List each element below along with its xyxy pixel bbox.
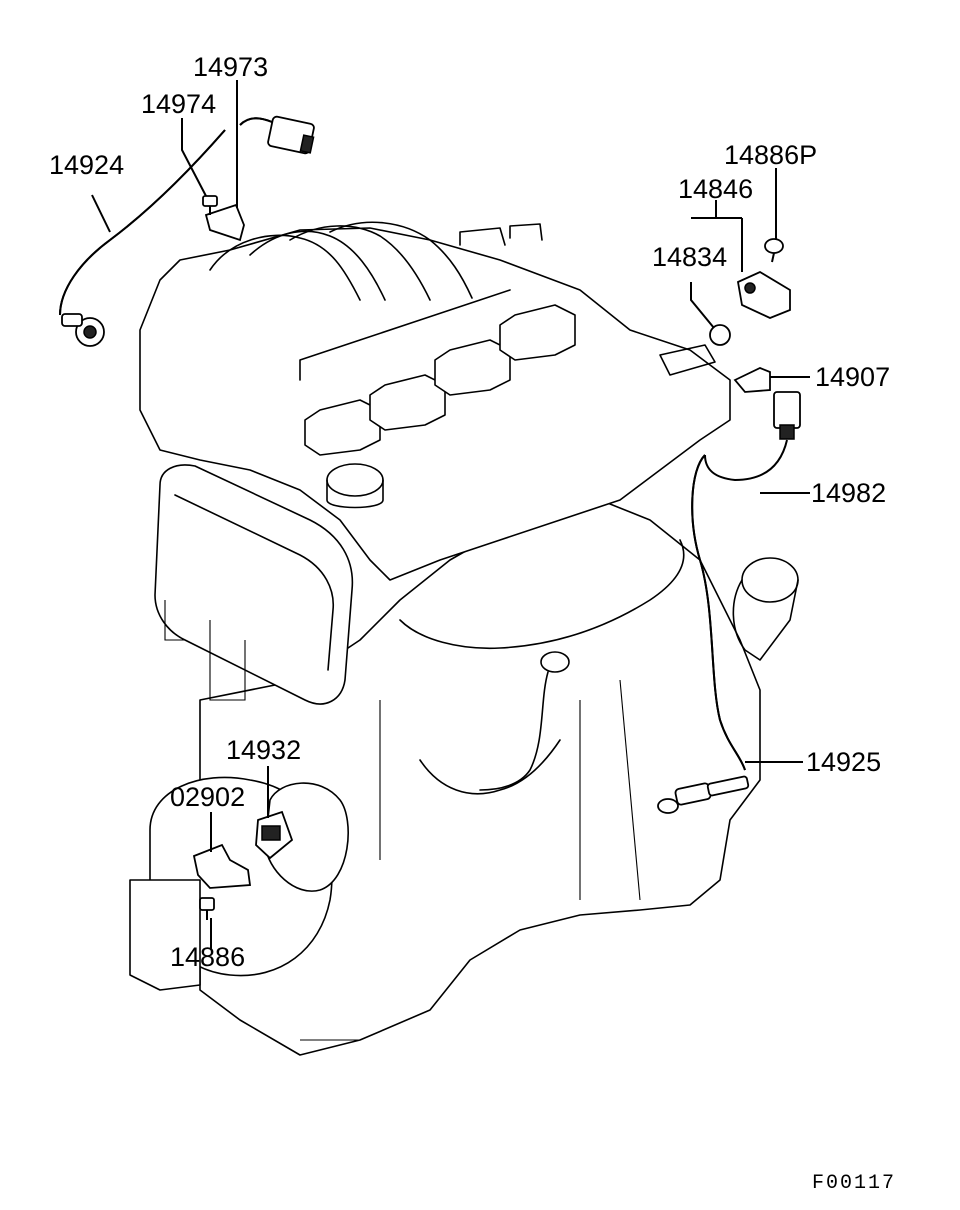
callout-14886p: 14886P: [724, 140, 817, 170]
callout-14886: 14886: [170, 942, 245, 972]
callout-14846: 14846: [678, 174, 753, 204]
bolt-14886: [199, 897, 215, 920]
engine-assembly: [129, 221, 799, 1056]
oxygen-sensor-harness-upper: [704, 439, 788, 482]
figure-code: F00117: [812, 1172, 896, 1195]
callout-14932: 14932: [226, 735, 301, 765]
callout-14925: 14925: [806, 747, 881, 777]
harness-bracket-14907: [733, 367, 771, 393]
o-ring: [709, 324, 731, 346]
callout-14907: 14907: [815, 362, 890, 392]
knock-sensor: [61, 313, 105, 347]
harness-bracket: [204, 203, 245, 242]
oxygen-sensor: [657, 775, 750, 814]
harness-connector: [267, 115, 315, 155]
callout-labels: 14973 14974 14924 14886P 14846 14834 149…: [49, 52, 896, 1195]
bracket-02902: [192, 843, 252, 889]
oxygen-sensor-connector: [773, 391, 801, 440]
parts-layer: [59, 115, 801, 920]
callout-14982: 14982: [811, 478, 886, 508]
leader-lines: [91, 80, 810, 950]
callout-14973: 14973: [193, 52, 268, 82]
crank-position-sensor: [255, 810, 294, 860]
callout-14974: 14974: [141, 89, 216, 119]
bolt-14886p: [764, 238, 784, 263]
bolt-14974: [202, 195, 218, 215]
callout-14924: 14924: [49, 150, 124, 180]
cam-position-sensor: [736, 270, 791, 319]
callout-02902: 02902: [170, 782, 245, 812]
callout-14834: 14834: [652, 242, 727, 272]
